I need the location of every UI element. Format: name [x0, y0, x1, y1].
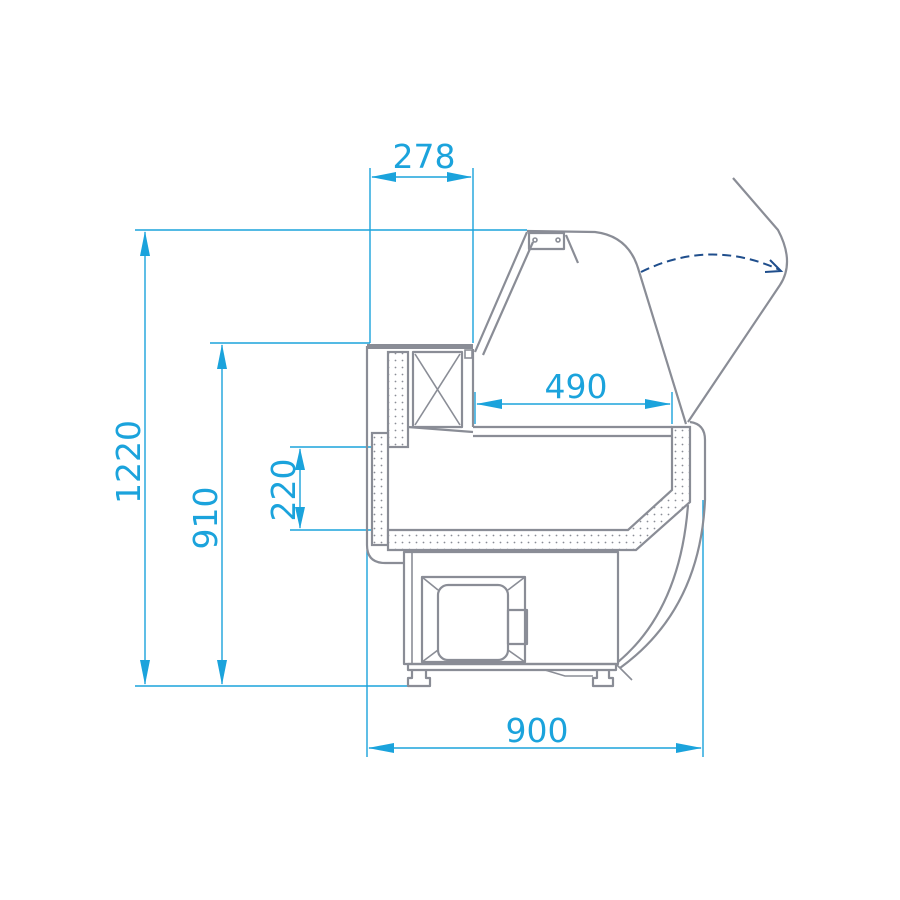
rear-glass — [473, 231, 535, 356]
machine-compartment — [402, 550, 620, 666]
front-glass-closed — [526, 229, 688, 425]
rear-insulation — [386, 350, 410, 449]
label-490: 490 — [545, 367, 608, 406]
hinge-bracket — [527, 231, 580, 264]
dimension-910: 910 — [186, 344, 227, 685]
dimension-900: 900 — [368, 711, 702, 753]
label-278: 278 — [393, 137, 456, 176]
dimension-278: 278 — [371, 137, 472, 182]
tray-insulation — [386, 425, 692, 552]
dimension-1220: 1220 — [109, 231, 150, 685]
front-curved-panel — [619, 420, 707, 669]
extension-lines — [135, 168, 704, 757]
swing-arrowhead — [764, 259, 784, 273]
label-220: 220 — [264, 459, 303, 522]
display-shelf — [473, 425, 672, 438]
label-900: 900 — [506, 711, 569, 750]
evaporator-box — [411, 350, 464, 429]
label-1220: 1220 — [109, 420, 148, 504]
label-910: 910 — [186, 487, 225, 550]
dimension-490: 490 — [476, 367, 671, 409]
front-panel-insulation — [370, 431, 390, 547]
dimension-220: 220 — [264, 448, 305, 529]
front-glass-open — [687, 177, 789, 423]
compressor — [420, 575, 529, 664]
swing-arrow — [640, 253, 781, 273]
foot-right — [591, 670, 615, 688]
counter-outline — [365, 177, 789, 688]
foot-left — [406, 670, 432, 688]
top-shelf — [367, 344, 473, 349]
base-frame — [406, 662, 618, 672]
rear-wall — [365, 346, 405, 565]
